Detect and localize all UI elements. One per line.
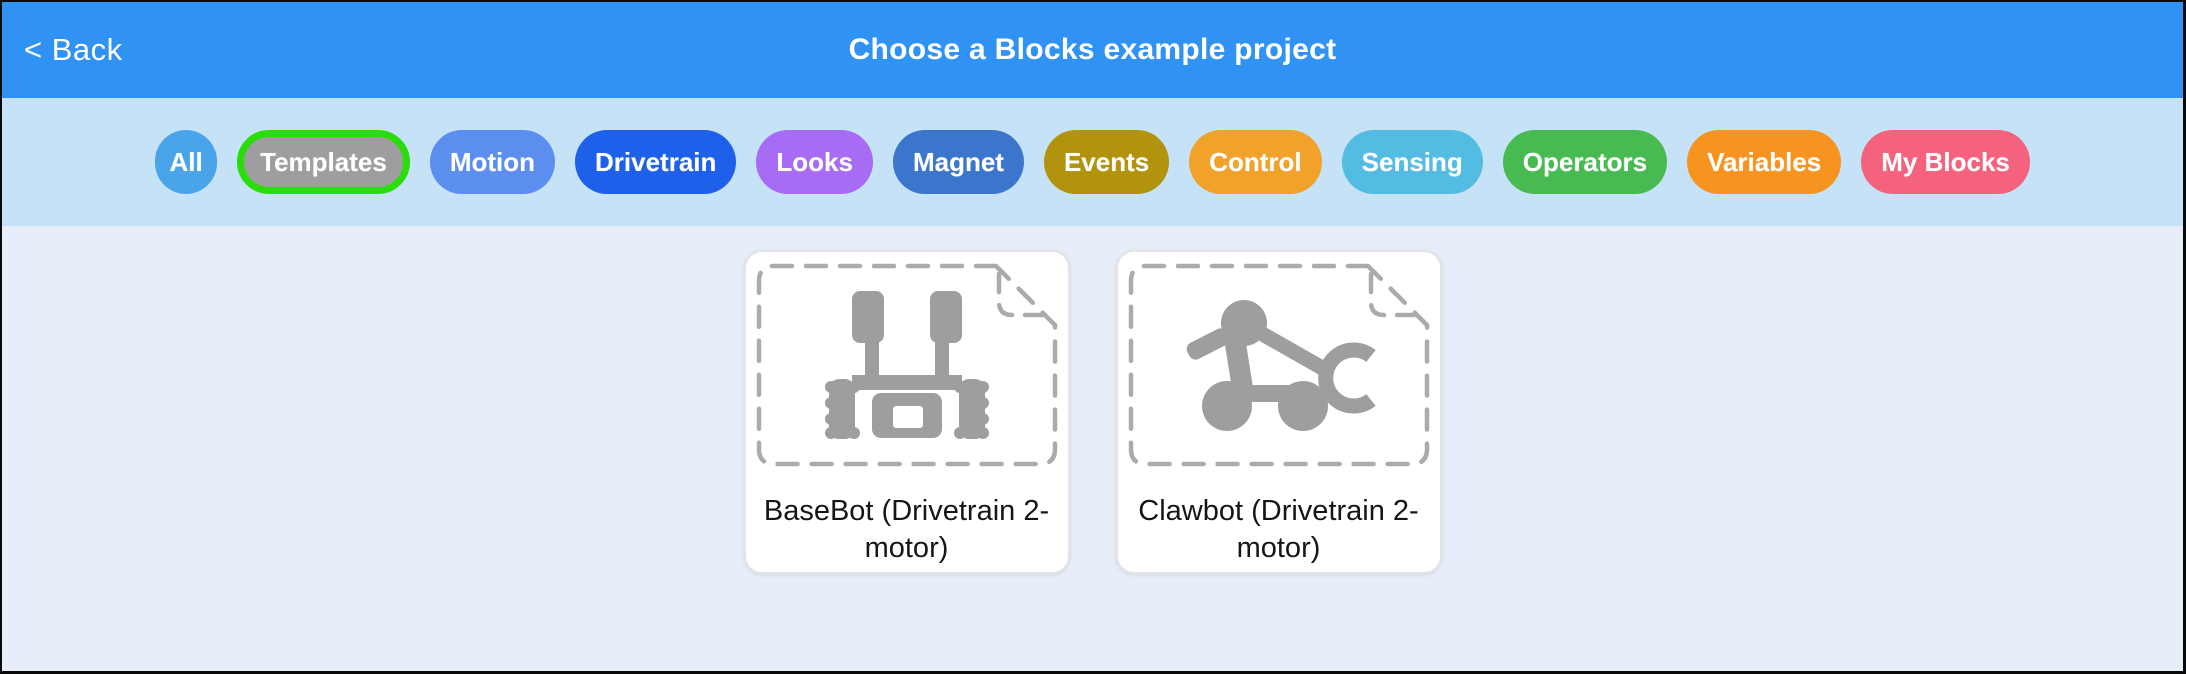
- filter-pill-looks[interactable]: Looks: [756, 130, 873, 194]
- filter-pill-label: Sensing: [1361, 146, 1463, 177]
- filter-pill-sensing[interactable]: Sensing: [1341, 130, 1483, 194]
- filter-pill-motion[interactable]: Motion: [429, 130, 555, 194]
- template-dashed-frame: [756, 263, 1058, 467]
- back-button[interactable]: < Back: [24, 32, 123, 67]
- top-bar: < Back Choose a Blocks example project: [2, 2, 2183, 98]
- filter-pill-label: My Blocks: [1881, 146, 2010, 177]
- filter-pill-label: Variables: [1707, 146, 1822, 177]
- filter-pill-events[interactable]: Events: [1043, 130, 1170, 194]
- filter-pill-variables[interactable]: Variables: [1687, 130, 1842, 194]
- filter-pill-my-blocks[interactable]: My Blocks: [1861, 130, 2030, 194]
- filter-pill-label: Control: [1209, 146, 1302, 177]
- filter-pill-label: Operators: [1522, 146, 1648, 177]
- filter-pill-label: All: [169, 146, 203, 177]
- filter-pill-label: Magnet: [912, 146, 1004, 177]
- filter-pill-operators[interactable]: Operators: [1502, 130, 1668, 194]
- basebot-icon: [824, 291, 989, 439]
- project-card-label: BaseBot (Drivetrain 2-motor): [763, 495, 1050, 564]
- filter-pill-magnet[interactable]: Magnet: [892, 130, 1024, 194]
- filter-pill-label: Motion: [449, 146, 535, 177]
- filter-pill-control[interactable]: Control: [1189, 130, 1322, 194]
- dashed-file-outline-icon: [756, 263, 1057, 467]
- filter-pill-label: Looks: [776, 146, 853, 177]
- filter-pill-templates[interactable]: Templates: [237, 130, 410, 194]
- page-title: Choose a Blocks example project: [848, 33, 1337, 66]
- filter-pill-drivetrain[interactable]: Drivetrain: [575, 130, 737, 194]
- dashed-file-outline-icon: [1128, 263, 1429, 467]
- filter-bar: All Templates Motion Drivetrain Looks Ma…: [2, 98, 2183, 226]
- template-dashed-frame: [1128, 263, 1430, 467]
- filter-pill-label: Templates: [260, 146, 387, 177]
- project-card-clawbot[interactable]: Clawbot (Drivetrain 2-motor): [1115, 250, 1442, 574]
- filter-pill-all[interactable]: All: [155, 130, 218, 194]
- project-card-label: Clawbot (Drivetrain 2-motor): [1138, 495, 1419, 564]
- filter-pill-label: Events: [1063, 146, 1150, 177]
- project-card-basebot[interactable]: BaseBot (Drivetrain 2-motor): [743, 250, 1070, 574]
- filter-pill-label: Drivetrain: [595, 146, 717, 177]
- project-card-grid: BaseBot (Drivetrain 2-motor): [2, 226, 2183, 671]
- clawbot-icon: [1186, 300, 1376, 431]
